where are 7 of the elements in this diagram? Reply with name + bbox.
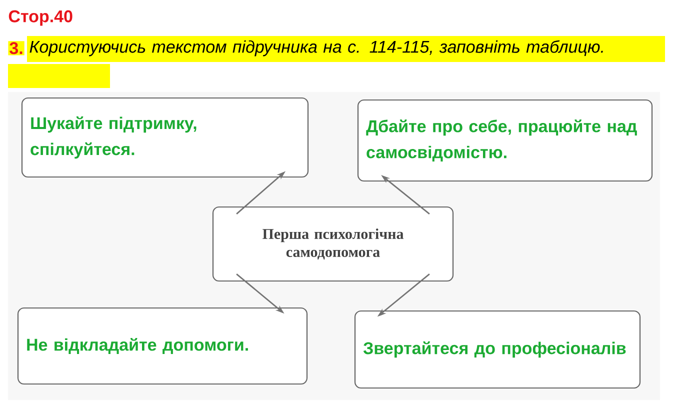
page-heading: Стор.40 bbox=[8, 10, 72, 26]
task-number: 3. bbox=[8, 41, 24, 56]
answer-box: Звертайтеся до професіоналів bbox=[354, 310, 641, 389]
central-box: Перша психологічна самодопомога bbox=[212, 206, 454, 282]
answer-box: Дбайте про себе, працюйте над самосвідомістю. bbox=[357, 99, 653, 182]
answer-box: Шукайте підтримку, спілкуйтеся. bbox=[21, 97, 309, 178]
answer-box: Не відкладайте допомоги. bbox=[17, 307, 308, 385]
